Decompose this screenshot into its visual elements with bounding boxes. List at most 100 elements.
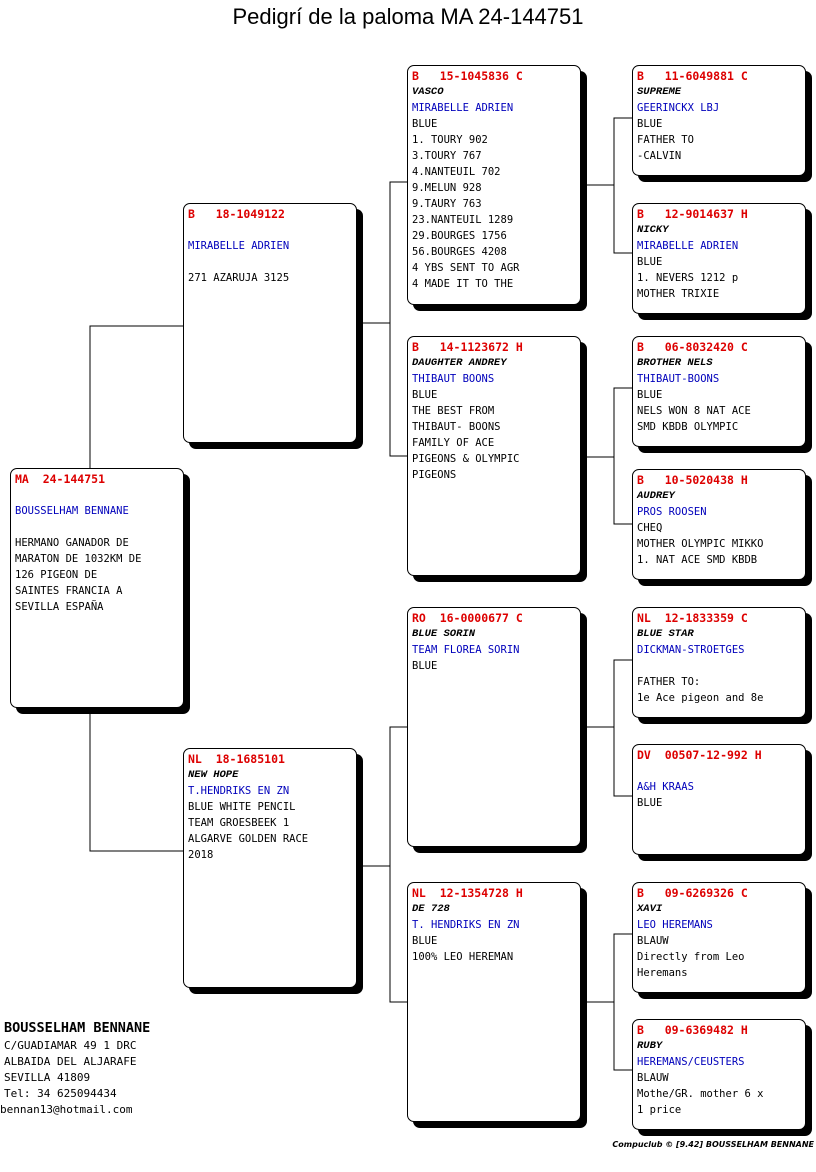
owner-info: BOUSSELHAM BENNANE C/GUADIAMAR 49 1 DRC … xyxy=(0,1018,151,1118)
pigeon-name: BROTHER NELS xyxy=(637,357,713,369)
note-line: FATHER TO xyxy=(637,134,694,146)
note-line: 3.TOURY 767 xyxy=(412,150,482,162)
breeder-name: BOUSSELHAM BENNANE xyxy=(15,505,129,517)
note-line: FATHER TO: xyxy=(637,676,701,688)
owner-address-line: SEVILLA 41809 xyxy=(4,1071,91,1084)
note-line: Heremans xyxy=(637,967,688,979)
card-sire-sire-dam[interactable]: B 12-9014637 H NICKY MIRABELLE ADRIEN BL… xyxy=(632,203,806,314)
card-dam-sire[interactable]: RO 16-0000677 C BLUE SORIN TEAM FLOREA S… xyxy=(407,607,581,847)
card-sire-dam-sire[interactable]: B 06-8032420 C BROTHER NELS THIBAUT-BOON… xyxy=(632,336,806,447)
breeder-name: GEERINCKX LBJ xyxy=(637,102,720,114)
card-dam-sire-dam[interactable]: DV 00507-12-992 H A&H KRAAS BLUE xyxy=(632,744,806,855)
note-line: MARATON DE 1032KM DE xyxy=(15,553,142,565)
note-line: THE BEST FROM xyxy=(412,405,495,417)
pigeon-name: NICKY xyxy=(637,224,669,236)
note-line: 29.BOURGES 1756 xyxy=(412,230,507,242)
note-line: NELS WON 8 NAT ACE xyxy=(637,405,751,417)
owner-name: BOUSSELHAM BENNANE xyxy=(4,1020,151,1036)
card-sire-dam[interactable]: B 14-1123672 H DAUGHTER ANDREY THIBAUT B… xyxy=(407,336,581,576)
breeder-name: PROS ROOSEN xyxy=(637,506,707,518)
note-line: FAMILY OF ACE xyxy=(412,437,495,449)
note-line xyxy=(637,658,801,674)
note-line: BLUE xyxy=(412,389,438,401)
owner-phone: Tel: 34 625094434 xyxy=(4,1087,117,1100)
note-line: MOTHER TRIXIE xyxy=(637,288,720,300)
card-dam-dam-dam[interactable]: B 09-6369482 H RUBY HEREMANS/CEUSTERS BL… xyxy=(632,1019,806,1130)
note-line: TEAM GROESBEEK 1 xyxy=(188,817,290,829)
note-line: SEVILLA ESPAÑA xyxy=(15,601,104,613)
note-line: 4 MADE IT TO THE xyxy=(412,278,514,290)
note-line: SMD KBDB OLYMPIC xyxy=(637,421,739,433)
note-line: 4 YBS SENT TO AGR xyxy=(412,262,520,274)
note-line: 1. TOURY 902 xyxy=(412,134,488,146)
note-line: Directly from Leo xyxy=(637,951,745,963)
pigeon-name: NEW HOPE xyxy=(188,769,239,781)
note-line: SAINTES FRANCIA A xyxy=(15,585,123,597)
ring-number: RO 16-0000677 C xyxy=(412,611,523,625)
ring-number: B 12-9014637 H xyxy=(637,207,748,221)
breeder-name: HEREMANS/CEUSTERS xyxy=(637,1056,745,1068)
note-line: BLUE xyxy=(412,660,438,672)
note-line: BLUE xyxy=(412,118,438,130)
ring-number: NL 12-1833359 C xyxy=(637,611,748,625)
pigeon-name: RUBY xyxy=(637,1040,663,1052)
note-line: Mothe/GR. mother 6 x xyxy=(637,1088,764,1100)
breeder-name: THIBAUT BOONS xyxy=(412,373,495,385)
breeder-name: LEO HEREMANS xyxy=(637,919,713,931)
pigeon-name xyxy=(637,763,801,779)
pigeon-name: SUPREME xyxy=(637,86,682,98)
ring-number: B 11-6049881 C xyxy=(637,69,748,83)
note-line: ALGARVE GOLDEN RACE xyxy=(188,833,309,845)
card-dam-dam[interactable]: NL 12-1354728 H DE 728 T. HENDRIKS EN ZN… xyxy=(407,882,581,1122)
note-line: BLUE xyxy=(637,118,663,130)
breeder-name: THIBAUT-BOONS xyxy=(637,373,720,385)
note-line: BLUE xyxy=(412,935,438,947)
note-line: 23.NANTEUIL 1289 xyxy=(412,214,514,226)
ring-number: NL 18-1685101 xyxy=(188,752,285,766)
ring-number: MA 24-144751 xyxy=(15,472,106,486)
card-dam[interactable]: NL 18-1685101 NEW HOPE T.HENDRIKS EN ZN … xyxy=(183,748,357,988)
note-line: CHEQ xyxy=(637,522,663,534)
note-line: BLUE xyxy=(637,797,663,809)
ring-number: B 06-8032420 C xyxy=(637,340,748,354)
breeder-name: A&H KRAAS xyxy=(637,781,694,793)
breeder-name: MIRABELLE ADRIEN xyxy=(637,240,739,252)
note-line: 2018 xyxy=(188,849,214,861)
note-line: 271 AZARUJA 3125 xyxy=(188,272,290,284)
pigeon-name: XAVI xyxy=(637,903,663,915)
note-line: HERMANO GANADOR DE xyxy=(15,537,129,549)
note-line: THIBAUT- BOONS xyxy=(412,421,501,433)
ring-number: B 18-1049122 xyxy=(188,207,285,221)
note-line xyxy=(15,519,179,535)
note-line: 56.BOURGES 4208 xyxy=(412,246,507,258)
card-subject[interactable]: MA 24-144751 BOUSSELHAM BENNANE HERMANO … xyxy=(10,468,184,708)
card-sire-dam-dam[interactable]: B 10-5020438 H AUDREY PROS ROOSEN CHEQ M… xyxy=(632,469,806,580)
ring-number: NL 12-1354728 H xyxy=(412,886,523,900)
breeder-name: MIRABELLE ADRIEN xyxy=(188,240,290,252)
card-sire[interactable]: B 18-1049122 MIRABELLE ADRIEN 271 AZARUJ… xyxy=(183,203,357,443)
card-sire-sire-sire[interactable]: B 11-6049881 C SUPREME GEERINCKX LBJ BLU… xyxy=(632,65,806,176)
breeder-name: T.HENDRIKS EN ZN xyxy=(188,785,290,797)
ring-number: B 15-1045836 C xyxy=(412,69,523,83)
note-line: 126 PIGEON DE xyxy=(15,569,98,581)
ring-number: B 10-5020438 H xyxy=(637,473,748,487)
breeder-name: DICKMAN-STROETGES xyxy=(637,644,745,656)
note-line: PIGEONS xyxy=(412,469,457,481)
pigeon-name: BLUE SORIN xyxy=(412,628,476,640)
note-line: BLUE xyxy=(637,256,663,268)
note-line: PIGEONS & OLYMPIC xyxy=(412,453,520,465)
note-line: 1. NAT ACE SMD KBDB xyxy=(637,554,758,566)
note-line: -CALVIN xyxy=(637,150,682,162)
owner-address-line: ALBAIDA DEL ALJARAFE xyxy=(4,1055,137,1068)
pigeon-name xyxy=(15,487,179,503)
note-line: BLAUW xyxy=(637,935,669,947)
card-dam-dam-sire[interactable]: B 09-6269326 C XAVI LEO HEREMANS BLAUW D… xyxy=(632,882,806,993)
card-sire-sire[interactable]: B 15-1045836 C VASCO MIRABELLE ADRIEN BL… xyxy=(407,65,581,305)
card-dam-sire-sire[interactable]: NL 12-1833359 C BLUE STAR DICKMAN-STROET… xyxy=(632,607,806,718)
owner-email[interactable]: bennan13@hotmail.com xyxy=(0,1103,133,1116)
note-line: 9.MELUN 928 xyxy=(412,182,482,194)
pigeon-name: VASCO xyxy=(412,86,444,98)
pigeon-name: BLUE STAR xyxy=(637,628,694,640)
pigeon-name xyxy=(188,222,352,238)
